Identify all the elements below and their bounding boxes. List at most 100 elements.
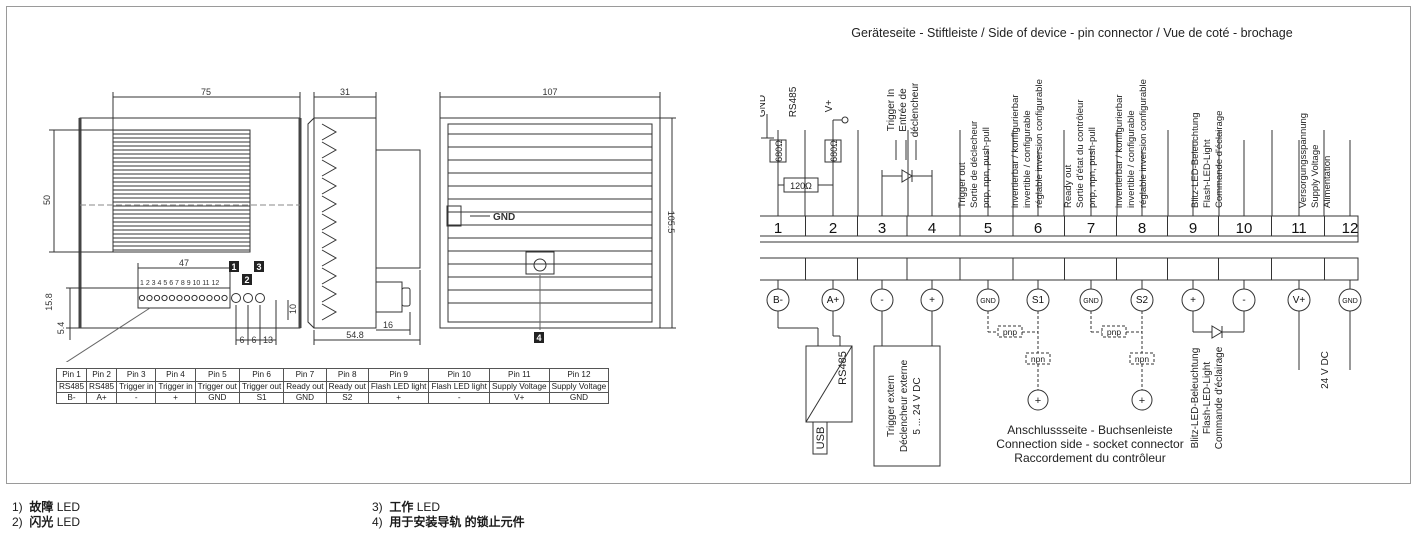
inversion-label-8: invertible / configurable xyxy=(1126,110,1137,208)
pin-table-signal: - xyxy=(116,392,157,404)
side-fin xyxy=(321,249,338,267)
terminal-label: + xyxy=(929,295,935,306)
header-pin xyxy=(221,294,228,302)
ready-out-label: Ready out xyxy=(1063,164,1074,208)
front-view xyxy=(49,92,302,362)
mechanical-drawing: 1 2 3 75 50 47 1 2 3 4 5 6 7 8 9 10 11 1… xyxy=(42,87,676,362)
pin-table-function: RS485 xyxy=(86,381,118,393)
trigger-extern-1: Trigger extern xyxy=(886,375,897,437)
plus-circle-2: + xyxy=(1139,395,1145,407)
marker-3: 3 xyxy=(256,262,261,272)
dim-spacing-b: 6 xyxy=(251,335,256,345)
side-fin xyxy=(321,177,338,195)
flash-label: Flash-LED-Light xyxy=(1202,139,1213,208)
side-fin xyxy=(321,123,338,141)
pnp-label-1: pnp xyxy=(1003,327,1017,337)
dim-front-height: 50 xyxy=(42,195,52,205)
pin-number: 8 xyxy=(1138,220,1146,237)
pin-table-header: Pin 2 xyxy=(86,368,118,382)
marker-2: 2 xyxy=(244,275,249,285)
trigger-in-2: Entrée de xyxy=(898,88,909,132)
trigger-out-label: pnp, npn, push-pull xyxy=(981,127,992,208)
header-pin xyxy=(176,294,183,302)
side-fin xyxy=(321,213,338,231)
pin-table-function: Trigger in xyxy=(116,381,157,393)
pin-table-function: Supply Voltage xyxy=(488,381,550,393)
note-4: 4) 用于安装导轨 的锁止元件 xyxy=(372,515,525,529)
resistor-120: 120Ω xyxy=(790,181,812,191)
header-pin xyxy=(206,294,213,302)
notes-right: 3) 工作 LED 4) 用于安装导轨 的锁止元件 xyxy=(372,500,525,530)
dim-bottom-offset: 15.8 xyxy=(44,293,54,311)
pin-table-header: Pin 4 xyxy=(155,368,196,382)
pin-number: 11 xyxy=(1291,220,1307,237)
pin-number: 2 xyxy=(829,220,837,237)
terminal-label: A+ xyxy=(827,295,840,306)
dim-pin-numbers: 1 2 3 4 5 6 7 8 9 10 11 12 xyxy=(140,280,219,287)
pin-table-signal: V+ xyxy=(488,392,550,404)
flash-bottom-3: Commande d'éclairage xyxy=(1214,346,1225,449)
header-pin xyxy=(191,294,198,302)
note-2: 2) 闪光 LED xyxy=(12,515,81,529)
supply-label: Supply Voltage xyxy=(1310,145,1321,208)
side-fin xyxy=(321,303,338,321)
marker-1: 1 xyxy=(231,262,236,272)
led-markers: 1 2 3 xyxy=(229,261,264,285)
inversion-label-6: invertierbar / konfigurierbar xyxy=(1010,94,1021,208)
connection-side-3: Raccordement du contrôleur xyxy=(1014,451,1165,465)
side-view xyxy=(307,92,421,345)
header-pin xyxy=(153,294,161,302)
pin-number: 3 xyxy=(878,220,886,237)
npn-label-2: npn xyxy=(1135,354,1149,364)
terminal-label: S1 xyxy=(1032,295,1045,306)
vplus-top-label: V+ xyxy=(824,100,835,113)
diagram-frame xyxy=(6,6,1411,484)
side-fin xyxy=(321,195,338,213)
pin-table-signal: + xyxy=(155,392,196,404)
side-fin xyxy=(321,231,338,249)
dim-front-width: 75 xyxy=(201,87,211,97)
dim-back-height: 105.5 xyxy=(666,211,676,234)
pin-table-header: Pin 3 xyxy=(116,368,157,382)
pnp-label-2: pnp xyxy=(1107,327,1121,337)
terminal-label: - xyxy=(1242,295,1245,306)
pin-number: 7 xyxy=(1087,220,1095,237)
pin-table-function: Trigger out xyxy=(238,381,285,393)
pin-table-function: Trigger in xyxy=(155,381,196,393)
pin-number: 6 xyxy=(1034,220,1042,237)
header-pin xyxy=(183,294,191,302)
inversion-label-6: invertible / configurable xyxy=(1022,110,1033,208)
pin-table-header: Pin 9 xyxy=(367,368,430,382)
side-fin xyxy=(321,141,338,159)
pin-table-function: Supply Voltage xyxy=(548,381,610,393)
pin-table-header: Pin 12 xyxy=(548,368,610,382)
header-pin xyxy=(146,294,153,302)
connection-side-2: Connection side - socket connector xyxy=(996,437,1183,451)
resistor-680-b: 680Ω xyxy=(829,140,839,162)
terminal-label: - xyxy=(880,295,883,306)
pin-table-signal: GND xyxy=(194,392,240,404)
dim-spacing-c: 13 xyxy=(263,335,273,345)
terminal-label: S2 xyxy=(1136,295,1149,306)
trigger-out-label: Trigger out xyxy=(957,162,968,208)
plus-circle-1: + xyxy=(1035,395,1041,407)
side-fin xyxy=(321,285,338,303)
gnd-top-label: GND xyxy=(760,95,768,117)
pin-table-signal: A+ xyxy=(86,392,118,404)
npn-label-1: npn xyxy=(1031,354,1045,364)
top-connector xyxy=(760,215,1359,237)
pin-table-header: Pin 11 xyxy=(488,368,550,382)
dim-side-tab: 16 xyxy=(383,320,393,330)
notes-left: 1) 故障 LED 2) 闪光 LED xyxy=(12,500,80,530)
terminal-label: GND xyxy=(1342,298,1358,305)
header-pin xyxy=(198,294,206,302)
usb-label: USB xyxy=(815,427,827,450)
pin-number: 12 xyxy=(1342,220,1359,237)
inversion-label-8: invertierbar / konfigurierbar xyxy=(1114,94,1125,208)
dim-spacing-a: 6 xyxy=(239,335,244,345)
header-pin xyxy=(168,294,176,302)
side-fin xyxy=(321,159,338,177)
dim-side-margin: 10 xyxy=(288,304,298,314)
pin-table-signal: + xyxy=(367,392,430,404)
